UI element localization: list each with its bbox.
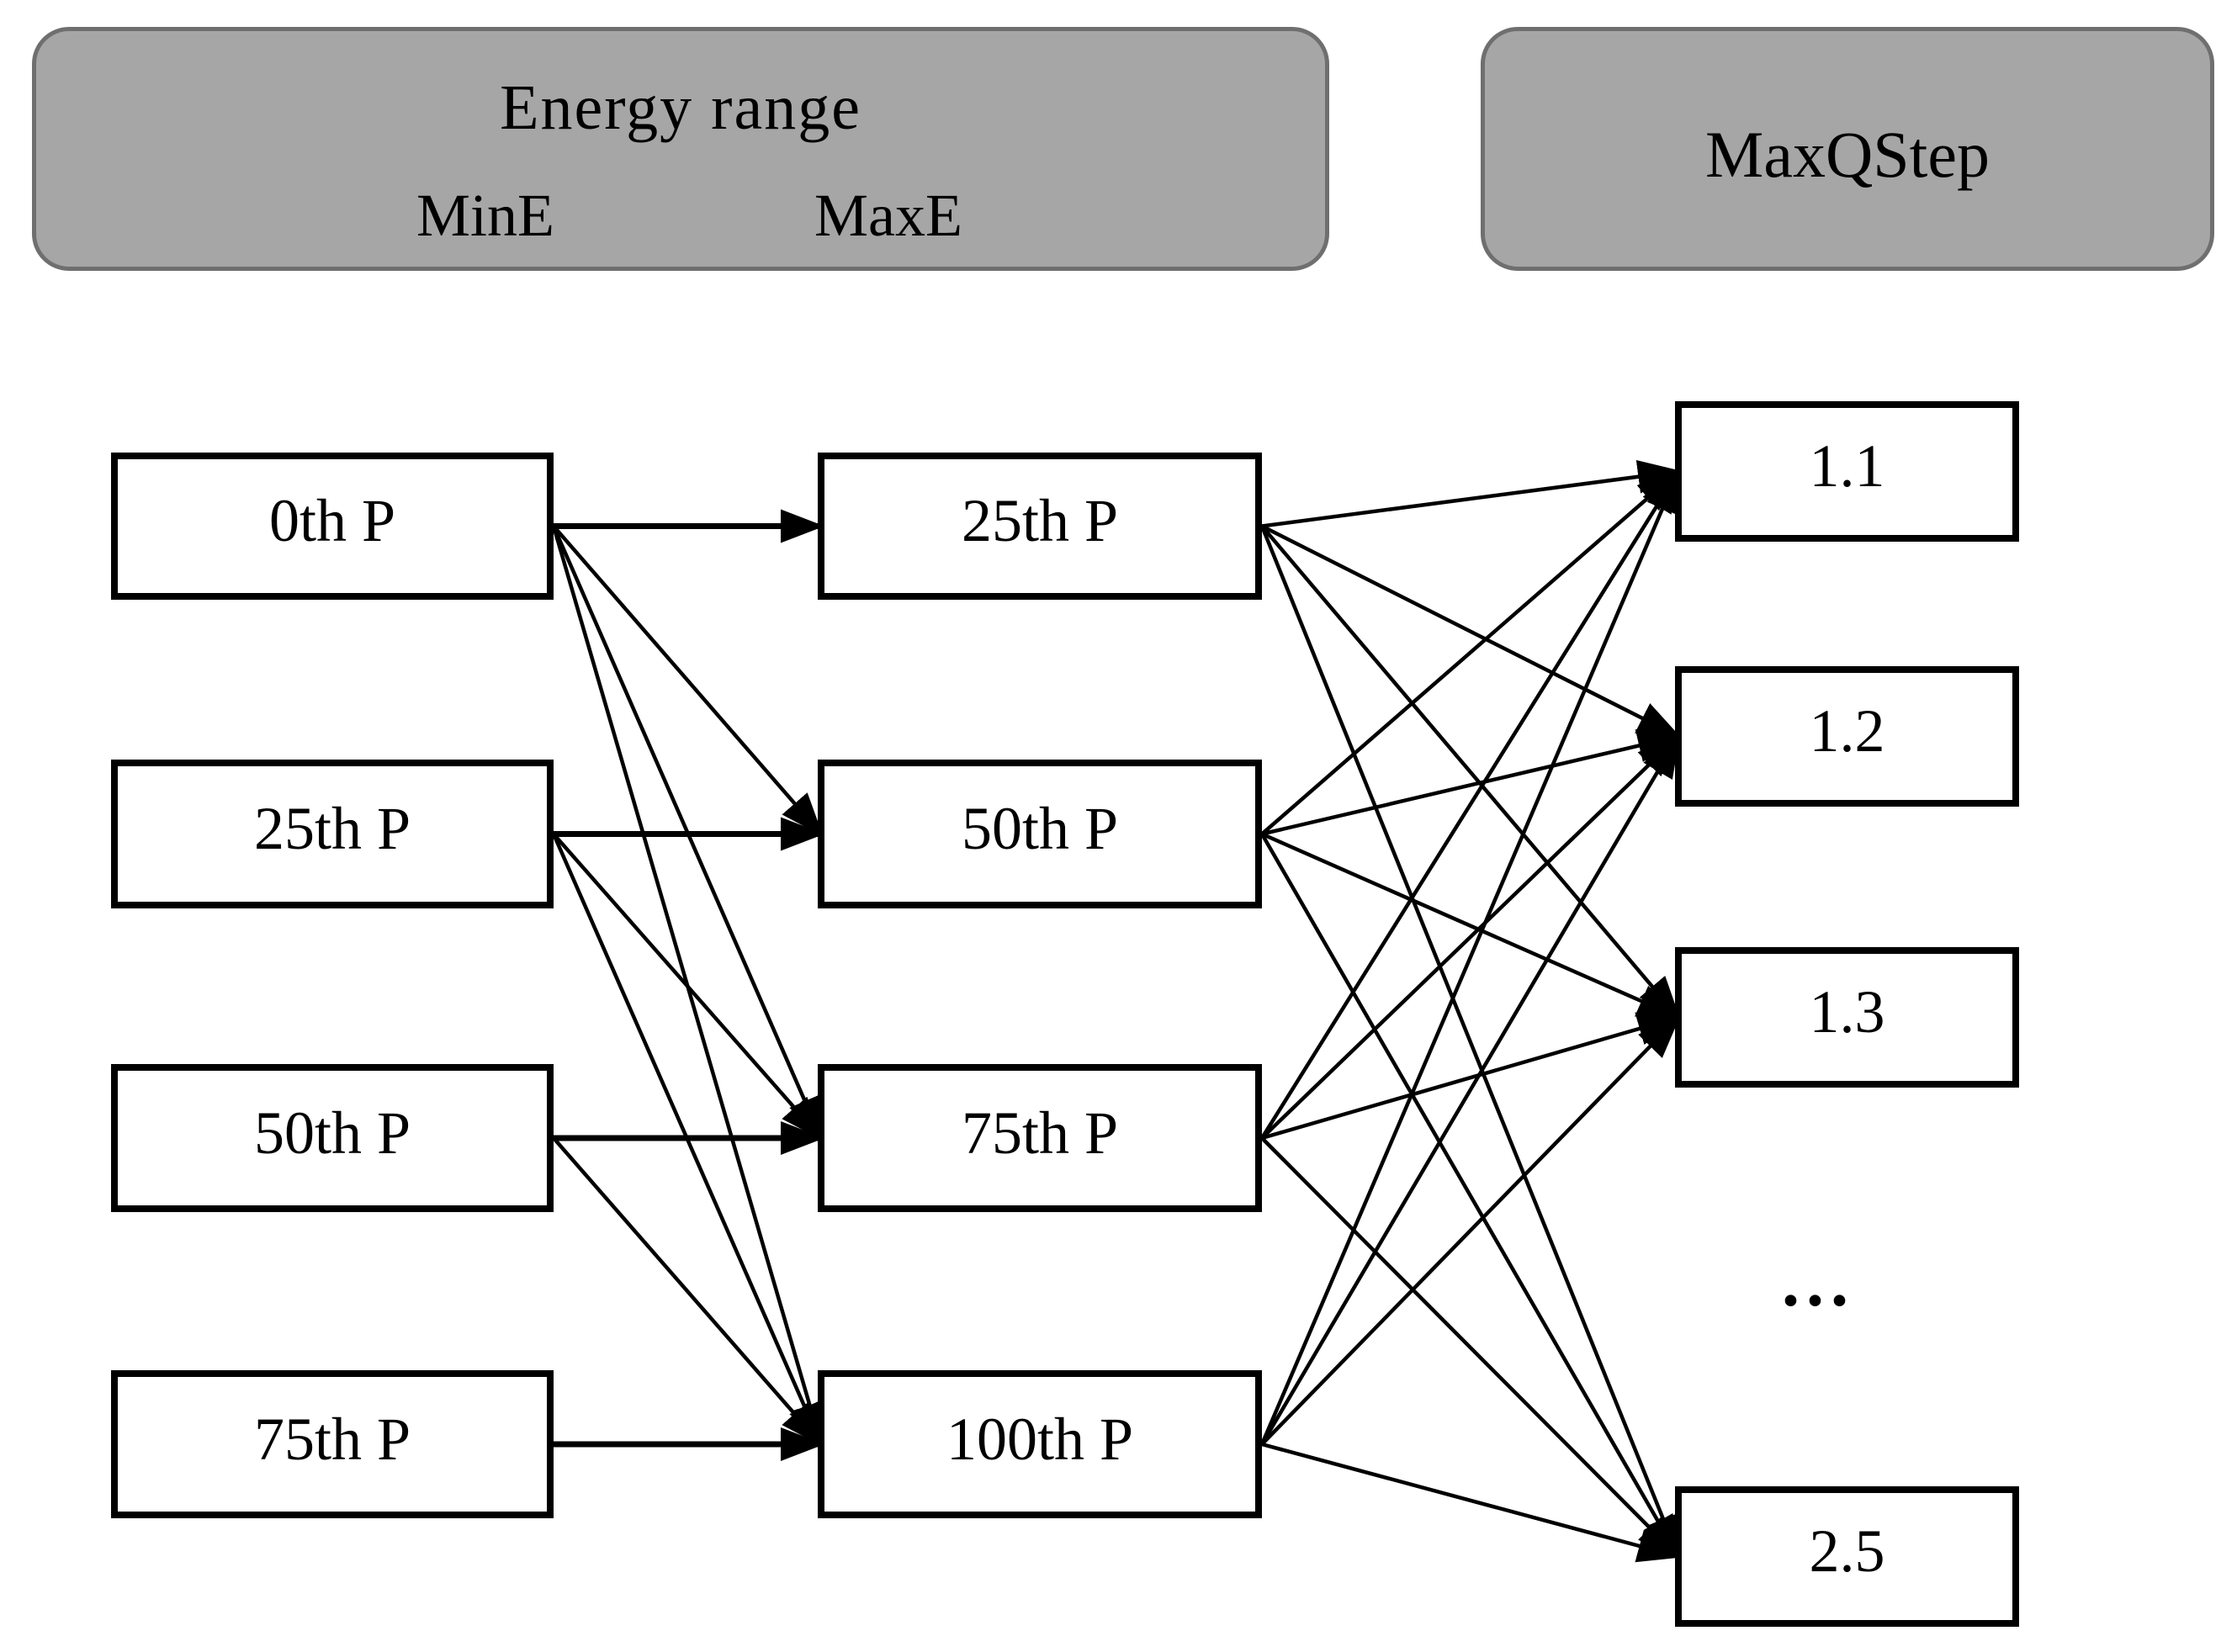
- edge-M3-R2: [1260, 1014, 1681, 1446]
- maxqstep-header: MaxQStep: [1481, 27, 2214, 271]
- max-e-node-2: 75th P: [818, 1064, 1262, 1212]
- edge-M3-R1: [1260, 733, 1681, 1446]
- min-e-node-1: 25th P: [111, 760, 554, 908]
- max-e-node-0: 25th P: [818, 453, 1262, 600]
- maxqstep-node-3: 2.5: [1675, 1486, 2019, 1627]
- node-label: 75th P: [253, 1405, 411, 1473]
- node-label: 50th P: [961, 795, 1119, 862]
- node-label: 75th P: [961, 1099, 1119, 1167]
- edge-M2-R2: [1261, 1012, 1682, 1141]
- edge-M1-R3: [1260, 833, 1680, 1559]
- min-e-node-2: 50th P: [111, 1064, 554, 1212]
- min-e-node-0: 0th P: [111, 453, 554, 600]
- node-label: 1.2: [1809, 697, 1885, 765]
- energy-range-header: Energy range MinE MaxE: [32, 27, 1329, 271]
- min-e-node-3: 75th P: [111, 1370, 554, 1518]
- edge-M1-R2: [1261, 832, 1682, 1019]
- edge-M3-R0: [1259, 468, 1681, 1445]
- edge-M3-R3: [1261, 1442, 1682, 1563]
- energy-range-title: Energy range: [500, 72, 861, 143]
- max-e-node-1: 50th P: [818, 760, 1262, 908]
- edge-L1-M2: [552, 833, 824, 1141]
- node-label: 1.1: [1809, 432, 1885, 500]
- edge-M1-R1: [1261, 728, 1682, 836]
- maxqstep-node-1: 1.2: [1675, 666, 2019, 807]
- edge-M2-R1: [1260, 733, 1681, 1140]
- min-e-column-label: MinE: [416, 182, 555, 249]
- node-label: 50th P: [253, 1099, 411, 1167]
- edge-M0-R1: [1260, 524, 1682, 739]
- maxqstep-title: MaxQStep: [1705, 118, 1990, 191]
- edge-M0-R3: [1259, 525, 1681, 1560]
- node-label: 25th P: [961, 487, 1119, 554]
- edge-M0-R0: [1261, 459, 1682, 528]
- maxqstep-node-0: 1.1: [1675, 401, 2019, 542]
- node-label: 1.3: [1809, 978, 1885, 1046]
- edge-L2-M3: [552, 1136, 824, 1448]
- edge-M1-R0: [1260, 469, 1682, 836]
- edge-L0-M1: [552, 525, 824, 837]
- node-label: 25th P: [253, 795, 411, 862]
- edge-M0-R2: [1260, 525, 1681, 1020]
- max-e-node-3: 100th P: [818, 1370, 1262, 1518]
- max-e-column-label: MaxE: [814, 182, 962, 249]
- node-label: 2.5: [1809, 1517, 1885, 1585]
- node-label: 0th P: [268, 487, 396, 554]
- node-label: 100th P: [946, 1405, 1134, 1473]
- maxqstep-node-2: 1.3: [1675, 947, 2019, 1088]
- edge-M2-R0: [1260, 469, 1681, 1140]
- edge-M2-R3: [1260, 1136, 1681, 1559]
